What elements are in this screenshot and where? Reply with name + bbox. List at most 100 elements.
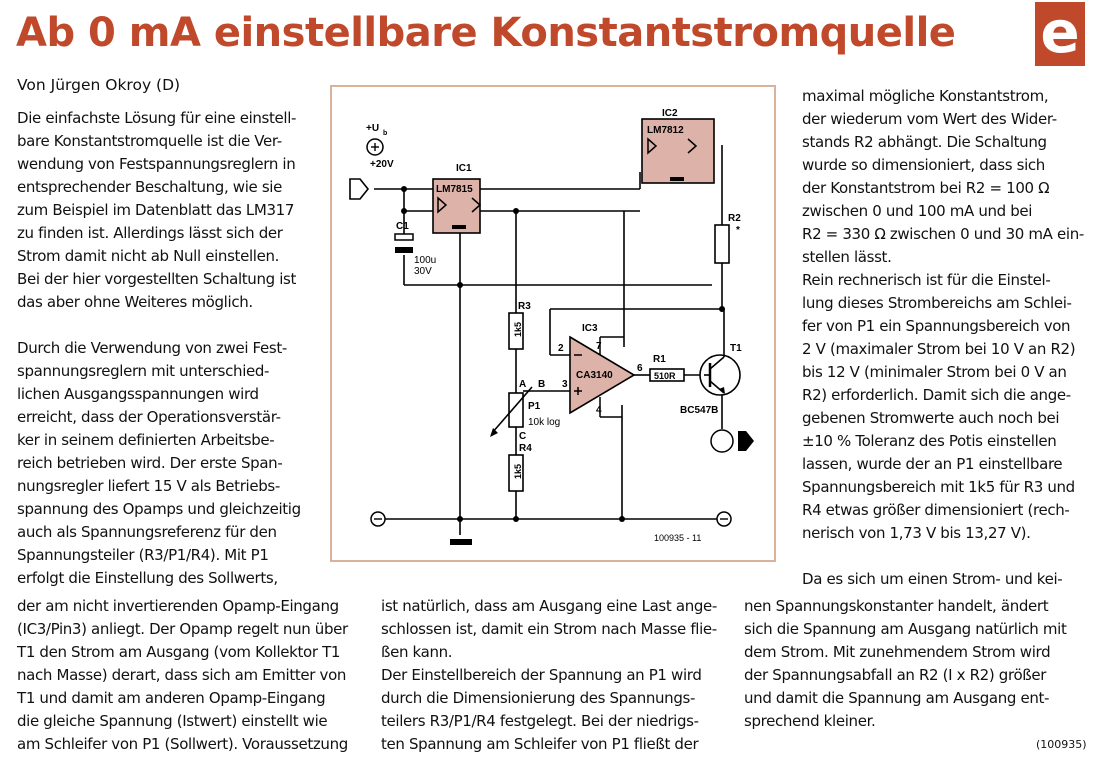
article-reference: (100935) xyxy=(1036,738,1087,751)
col1-text-line: auch als Spannungsreferenz für den xyxy=(17,523,277,541)
node-b-label: B xyxy=(538,379,545,390)
p1-value: 10k log xyxy=(528,417,560,428)
c1-label: C1 xyxy=(396,221,409,232)
col3-text-line: gebenen Stromwerte auch noch bei xyxy=(802,409,1060,427)
pin-7-label: 7 xyxy=(596,341,602,352)
t1-label: T1 xyxy=(730,343,742,354)
col1-text-line: Durch die Verwendung von zwei Fest- xyxy=(17,339,287,357)
col3-text-line: lung dieses Strombereichs am Schlei- xyxy=(802,294,1072,312)
supply-sub: b xyxy=(383,130,387,137)
pin-6-label: 6 xyxy=(637,363,643,374)
output-arrow-icon xyxy=(738,431,754,451)
col2-lower-text-line: teilers R3/P1/R4 festgelegt. Bei der nie… xyxy=(381,712,699,730)
r3-label: R3 xyxy=(518,301,531,312)
col2-lower-text-line: ten Spannung am Schleifer von P1 fließt … xyxy=(381,735,699,753)
col1-text-line: erfolgt die Einstellung des Sollwerts, xyxy=(17,569,278,587)
node-c-label: C xyxy=(519,431,526,442)
col3-text-line: maximal mögliche Konstantstrom, xyxy=(802,87,1049,105)
ic1-type: LM7815 xyxy=(436,184,473,195)
col1-text-line: spannungsreglern mit unterschied- xyxy=(17,362,270,380)
opamp-ic3 xyxy=(569,335,636,415)
ic2-box xyxy=(641,118,715,184)
col1-lower-text-line: T1 und damit am anderen Opamp-Eingang xyxy=(17,689,326,707)
paragraph-gap xyxy=(802,545,1088,568)
col3-text-line: bis 12 V (minimaler Strom bei 0 V an xyxy=(802,363,1067,381)
node-a-label: A xyxy=(519,379,526,390)
col3-text-line: R4 etwas größer dimensioniert (rech- xyxy=(802,501,1070,519)
col3-text-line: der Konstantstrom bei R2 = 100 Ω xyxy=(802,179,1050,197)
capacitor-c1 xyxy=(394,233,414,241)
col3-lower-text-line: sprechend kleiner. xyxy=(744,712,876,730)
col2-lower-text-line: ist natürlich, dass am Ausgang eine Last… xyxy=(381,597,717,615)
pin-2-label: 2 xyxy=(558,343,564,354)
col3-text-line: R2) erforderlich. Damit sich die ange- xyxy=(802,386,1071,404)
col1-text-line: entsprechender Beschaltung, wie sie xyxy=(17,178,282,196)
col1-text-line: bare Konstantstromquelle ist die Ver- xyxy=(17,132,282,150)
t1-type: BC547B xyxy=(680,405,718,416)
r1-value: 510R xyxy=(654,371,676,381)
r4-value: 1k5 xyxy=(513,464,523,479)
col3-text-line: R2 = 330 Ω zwischen 0 und 30 mA ein- xyxy=(802,225,1084,243)
col3-text-line: ±10 % Toleranz des Potis einstellen xyxy=(802,432,1057,450)
col3-lower-text-line: und damit die Spannung am Ausgang ent- xyxy=(744,689,1050,707)
col1-text-line: reich betrieben wird. Der erste Span- xyxy=(17,454,283,472)
col1-text-line: lichen Ausgangsspannungen wird xyxy=(17,385,259,403)
col3-lower-text-line: dem Strom. Mit zunehmendem Strom wird xyxy=(744,643,1051,661)
col3-text-line: 2 V (maximaler Strom bei 10 V an R2) xyxy=(802,340,1076,358)
resistor-r2 xyxy=(714,224,730,264)
r4-label: R4 xyxy=(519,443,532,454)
ic2-type: LM7812 xyxy=(647,125,684,136)
col1-text-line: spannung des Opamps und gleichzeitig xyxy=(17,500,301,518)
ic1-box xyxy=(432,178,481,234)
col1-lower-text-line: nach Masse) derart, dass sich am Emitter… xyxy=(17,666,347,684)
r2-mark: * xyxy=(736,225,740,236)
col1-text-line: Bei der hier vorgestellten Schaltung ist xyxy=(17,270,297,288)
column-2-lower: ist natürlich, dass am Ausgang eine Last… xyxy=(381,595,726,756)
col1-text-line: zum Beispiel im Datenblatt das LM317 xyxy=(17,201,295,219)
ic3-label: IC3 xyxy=(582,323,598,334)
r1-label: R1 xyxy=(653,354,666,365)
col1-text-line: erreicht, dass der Operationsverstär- xyxy=(17,408,281,426)
col3-text-line: Da es sich um einen Strom- und kei- xyxy=(802,570,1063,588)
col1-lower-text-line: (IC3/Pin3) anliegt. Der Opamp regelt nun… xyxy=(17,620,348,638)
col1-text-line: wendung von Festspannungsreglern in xyxy=(17,155,296,173)
col3-text-line: Spannungsbereich mit 1k5 für R3 und xyxy=(802,478,1075,496)
c1-value: 100u xyxy=(414,255,436,266)
pin-3-label: 3 xyxy=(562,379,568,390)
p1-label: P1 xyxy=(528,401,541,412)
col1-text-line: nungsregler liefert 15 V als Betriebs- xyxy=(17,477,280,495)
ic1-label: IC1 xyxy=(456,163,472,174)
col3-text-line: nerisch von 1,73 V bis 13,27 V). xyxy=(802,524,1031,542)
schematic-figure: IC1 LM7815 IC2 LM7812 IC3 CA3140 +U b +2… xyxy=(330,85,776,562)
input-arrow-icon xyxy=(349,178,370,200)
supply-label: +U xyxy=(366,123,379,134)
col3-text-line: Rein rechnerisch ist für die Einstel- xyxy=(802,271,1051,289)
circuit-schematic: IC1 LM7815 IC2 LM7812 IC3 CA3140 +U b +2… xyxy=(349,108,754,545)
col1-text-line: Spannungsteiler (R3/P1/R4). Mit P1 xyxy=(17,546,269,564)
col3-lower-text-line: der Spannungsabfall an R2 (I x R2) größe… xyxy=(744,666,1047,684)
resistor-r3 xyxy=(508,312,524,350)
col2-lower-text-line: durch die Dimensionierung des Spannungs- xyxy=(381,689,696,707)
col3-text-line: stands R2 abhängt. Die Schaltung xyxy=(802,133,1047,151)
page-title: Ab 0 mA einstellbare Konstantstromquelle xyxy=(16,10,956,56)
col3-text-line: zwischen 0 und 100 mA und bei xyxy=(802,202,1033,220)
author-line: Von Jürgen Okroy (D) xyxy=(17,76,181,94)
column-1-lower: der am nicht invertierenden Opamp-Eingan… xyxy=(17,595,362,756)
col1-lower-text-line: der am nicht invertierenden Opamp-Eingan… xyxy=(17,597,339,615)
col3-text-line: der wiederum vom Wert des Wider- xyxy=(802,110,1057,128)
col1-text-line: Die einfachste Lösung für eine einstell- xyxy=(17,109,297,127)
output-terminal xyxy=(710,429,734,453)
supply-voltage: +20V xyxy=(370,159,394,170)
col1-lower-text-line: am Schleifer von P1 (Sollwert). Vorausse… xyxy=(17,735,348,753)
col2-lower-text-line: ßen kann. xyxy=(381,643,453,661)
col3-lower-text-line: sich die Spannung am Ausgang natürlich m… xyxy=(744,620,1067,638)
ic2-label: IC2 xyxy=(662,108,678,119)
ground-symbol xyxy=(450,539,472,545)
resistor-r4 xyxy=(508,454,524,492)
col3-text-line: fer von P1 ein Spannungsbereich von xyxy=(802,317,1071,335)
col1-lower-text-line: die gleiche Spannung (Istwert) einstellt… xyxy=(17,712,328,730)
r3-value: 1k5 xyxy=(513,322,523,337)
c1-voltage: 30V xyxy=(414,266,432,277)
col2-lower-text-line: Der Einstellbereich der Spannung an P1 w… xyxy=(381,666,702,684)
